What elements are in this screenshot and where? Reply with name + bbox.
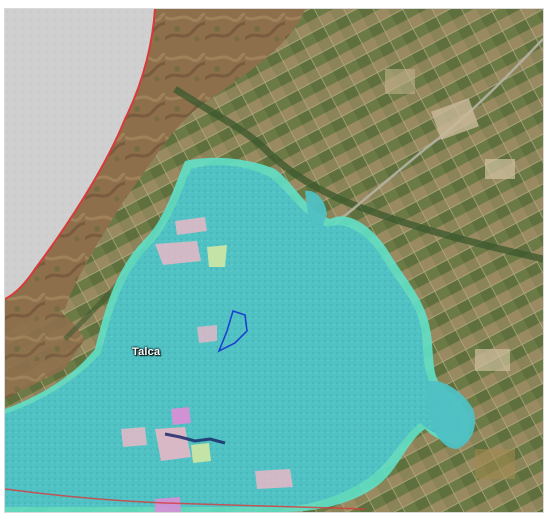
zone-pink-6	[197, 325, 217, 343]
river	[173, 86, 543, 263]
zone-pink-4	[121, 427, 147, 447]
zone-magenta-2	[155, 497, 181, 512]
map-frame[interactable]: Talca	[4, 8, 544, 513]
zone-pink-1	[155, 241, 201, 265]
satellite-map[interactable]	[5, 9, 543, 512]
zone-lightgreen-2	[191, 443, 211, 463]
southwest-hills	[5, 296, 85, 399]
zone-pink-3	[155, 427, 191, 461]
zone-lightgreen-1	[207, 245, 227, 267]
zone-pink-2	[175, 217, 207, 235]
coverage-east-patch	[426, 380, 476, 449]
zone-pink-5	[255, 469, 293, 489]
coastal-hills	[5, 9, 305, 329]
route-line	[164, 432, 226, 445]
ocean-area	[5, 9, 155, 299]
zone-magenta-1	[171, 407, 191, 425]
city-label-talca: Talca	[132, 346, 161, 358]
coastline-boundary	[5, 9, 156, 300]
urban-coverage-area	[5, 165, 460, 507]
sector-boundary	[217, 309, 248, 353]
south-boundary	[5, 488, 366, 510]
